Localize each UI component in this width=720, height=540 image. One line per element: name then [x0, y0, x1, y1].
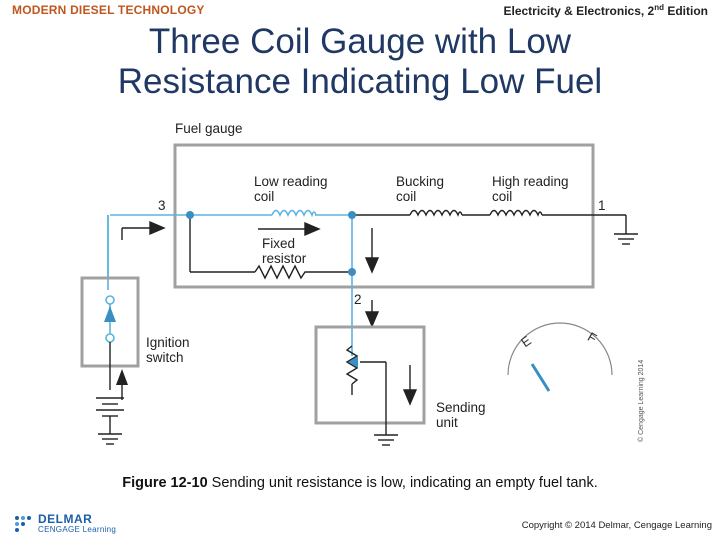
- wiper-arrow-icon: [348, 356, 358, 368]
- slide-title: Three Coil Gauge with Low Resistance Ind…: [0, 22, 720, 102]
- fuel-gauge-label: Fuel gauge: [175, 121, 243, 136]
- terminal-1-label: 1: [598, 198, 606, 213]
- battery-symbol: [96, 397, 124, 434]
- bucking-coil: [409, 209, 463, 217]
- low-reading-coil: [271, 209, 317, 218]
- current-flow-arrows: [121, 220, 418, 406]
- dark-bus-wire: [189, 214, 627, 273]
- image-credit: © Cengage Learning 2014: [637, 360, 645, 442]
- delmar-logo: DELMAR CENGAGE Learning: [12, 512, 132, 536]
- sending-unit-frame: [314, 325, 426, 425]
- gauge-dial: [507, 322, 613, 376]
- figure-caption: Figure 12-10 Sending unit resistance is …: [0, 475, 720, 491]
- high-reading-coil: [489, 209, 543, 217]
- terminal-3-label: 3: [158, 198, 166, 213]
- junction-dot: [348, 268, 356, 276]
- ignition-switch: [104, 295, 116, 390]
- sending-unit-ground-symbol: [374, 434, 398, 446]
- gauge-needle: [530, 363, 551, 392]
- title-line-1: Three Coil Gauge with Low: [148, 22, 572, 61]
- sending-unit-variable-resistor: [345, 345, 387, 435]
- logo-subtitle: CENGAGE Learning: [38, 525, 117, 534]
- edition-label: Electricity & Electronics, 2nd Edition: [503, 3, 708, 18]
- publisher-title: MODERN DIESEL TECHNOLOGY: [12, 3, 205, 17]
- junction-dot: [186, 211, 194, 219]
- junction-dot: [348, 211, 356, 219]
- gauge-empty-letter: E: [518, 333, 534, 350]
- delmar-logo-mark-icon: [15, 516, 31, 532]
- battery-ground-symbol: [98, 433, 122, 445]
- logo-wordmark: DELMAR: [38, 512, 93, 526]
- ignition-arrow-icon: [116, 369, 128, 385]
- figure-caption-text: Sending unit resistance is low, indicati…: [207, 475, 598, 491]
- edition-sup: nd: [654, 3, 664, 12]
- copyright-notice: Copyright © 2014 Delmar, Cengage Learnin…: [521, 520, 712, 531]
- edition-prefix: Electricity & Electronics, 2: [503, 4, 655, 18]
- fuel-gauge-frame: [173, 143, 595, 289]
- title-line-2: Resistance Indicating Low Fuel: [117, 62, 603, 101]
- gauge-ground-symbol: [614, 233, 638, 245]
- edition-suffix: Edition: [664, 4, 708, 18]
- figure-number: Figure 12-10: [122, 475, 208, 491]
- fixed-resistor: [254, 264, 315, 280]
- gauge-full-letter: F: [585, 329, 599, 346]
- terminal-2-label: 2: [354, 292, 362, 307]
